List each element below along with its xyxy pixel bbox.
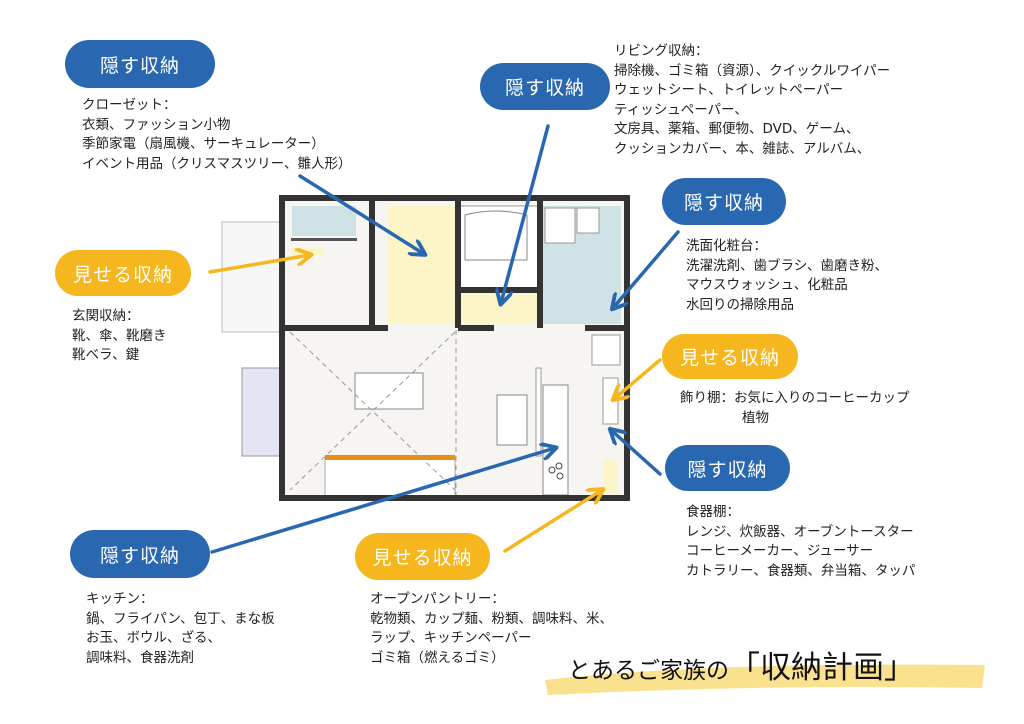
- line: 洗濯洗剤、歯ブラシ、歯磨き粉、: [686, 257, 888, 274]
- arrow-washroom: [613, 230, 680, 308]
- arrow-shelf: [614, 358, 662, 399]
- line: マウスウォッシュ、化粧品: [686, 277, 848, 293]
- line: 調味料、食器洗剤: [86, 649, 194, 666]
- line: 靴、傘、靴磨き: [72, 327, 167, 344]
- title-brush: [545, 664, 985, 695]
- line: 衣類、ファッション小物: [82, 116, 231, 133]
- kitchen-items: キッチン： 鍋、フライパン、包丁、まな板 お玉、ボウル、ざる、 調味料、食器洗剤: [86, 590, 275, 668]
- badge-closet: 隠す収納: [65, 40, 215, 88]
- arrow-living: [501, 124, 550, 303]
- badge-kitchen: 隠す収納: [70, 530, 210, 578]
- cupboard-items: 食器棚： レンジ、炊飯器、オーブントースター コーヒーメーカー、ジューサー カト…: [686, 503, 915, 581]
- line: クローゼット：: [82, 97, 177, 113]
- badge-shelf: 見せる収納: [662, 334, 798, 379]
- line: ラップ、キッチンペーパー: [370, 630, 532, 646]
- line: キッチン：: [86, 591, 154, 607]
- line: 食器棚：: [686, 504, 740, 520]
- line: コーヒーメーカー、ジューサー: [686, 543, 874, 559]
- line: 季節家電（扇風機、サーキュレーター）: [82, 136, 325, 152]
- line: イベント用品（クリスマスツリー、雛人形）: [82, 155, 352, 172]
- living-items: リビング収納： 掃除機、ゴミ箱（資源）、クイックルワイパー ウェットシート、トイ…: [614, 42, 890, 159]
- line: 飾り棚：お気に入りのコーヒーカップ: [680, 390, 910, 406]
- line: 乾物類、カップ麺、粉類、調味料、米、: [370, 610, 613, 627]
- line: 文房具、薬箱、郵便物、DVD、ゲーム、: [614, 121, 860, 137]
- line: 植物: [742, 409, 769, 426]
- page-title: とあるご家族の「収納計画」: [568, 642, 915, 687]
- arrow-pantry: [503, 490, 602, 553]
- shelf-items: 飾り棚：お気に入りのコーヒーカップ 植物: [680, 389, 910, 428]
- badge-washroom: 隠す収納: [662, 178, 786, 225]
- line: 鍋、フライパン、包丁、まな板: [86, 610, 275, 627]
- closet-items: クローゼット： 衣類、ファッション小物 季節家電（扇風機、サーキュレーター） イ…: [82, 96, 351, 174]
- line: リビング収納：: [614, 43, 709, 59]
- badge-entrance: 見せる収納: [55, 250, 191, 296]
- terrace: [241, 367, 283, 457]
- line: 玄関収納：: [72, 308, 140, 324]
- arrow-cupboard: [611, 430, 662, 476]
- line: ティッシュペーパー、: [614, 101, 748, 118]
- pantry-storage: [603, 460, 618, 493]
- line: オープンパントリー：: [370, 591, 505, 607]
- line: ゴミ箱（燃えるゴミ）: [370, 649, 505, 666]
- line: 掃除機、ゴミ箱（資源）、クイックルワイパー: [614, 62, 891, 79]
- arrow-closet: [298, 174, 424, 254]
- line: 洗面化粧台：: [686, 238, 767, 254]
- line: ウェットシート、トイレットペーパー: [614, 82, 844, 98]
- badge-living: 隠す収納: [480, 63, 610, 110]
- line: お玉、ボウル、ざる、: [86, 630, 221, 646]
- line: レンジ、炊飯器、オーブントースター: [686, 523, 914, 540]
- line: 靴ベラ、鍵: [72, 347, 140, 363]
- line: クッションカバー、本、雑誌、アルバム、: [614, 140, 871, 157]
- line: カトラリー、食器類、弁当箱、タッパ: [686, 562, 916, 579]
- line: 水回りの掃除用品: [686, 296, 794, 313]
- badge-pantry: 見せる収納: [355, 533, 490, 580]
- entrance-items: 玄関収納： 靴、傘、靴磨き 靴ベラ、鍵: [72, 307, 167, 366]
- closet-storage: [388, 206, 456, 324]
- washroom-items: 洗面化粧台： 洗濯洗剤、歯ブラシ、歯磨き粉、 マウスウォッシュ、化粧品 水回りの…: [686, 237, 888, 315]
- badge-cupboard: 隠す収納: [665, 445, 790, 491]
- title-main: 「収納計画」: [729, 650, 915, 686]
- arrow-kitchen: [210, 448, 555, 554]
- arrow-entrance: [208, 255, 310, 274]
- living-storage: [458, 290, 542, 324]
- title-prefix: とあるご家族の: [568, 658, 729, 684]
- pantry-items: オープンパントリー： 乾物類、カップ麺、粉類、調味料、米、 ラップ、キッチンペー…: [370, 590, 613, 668]
